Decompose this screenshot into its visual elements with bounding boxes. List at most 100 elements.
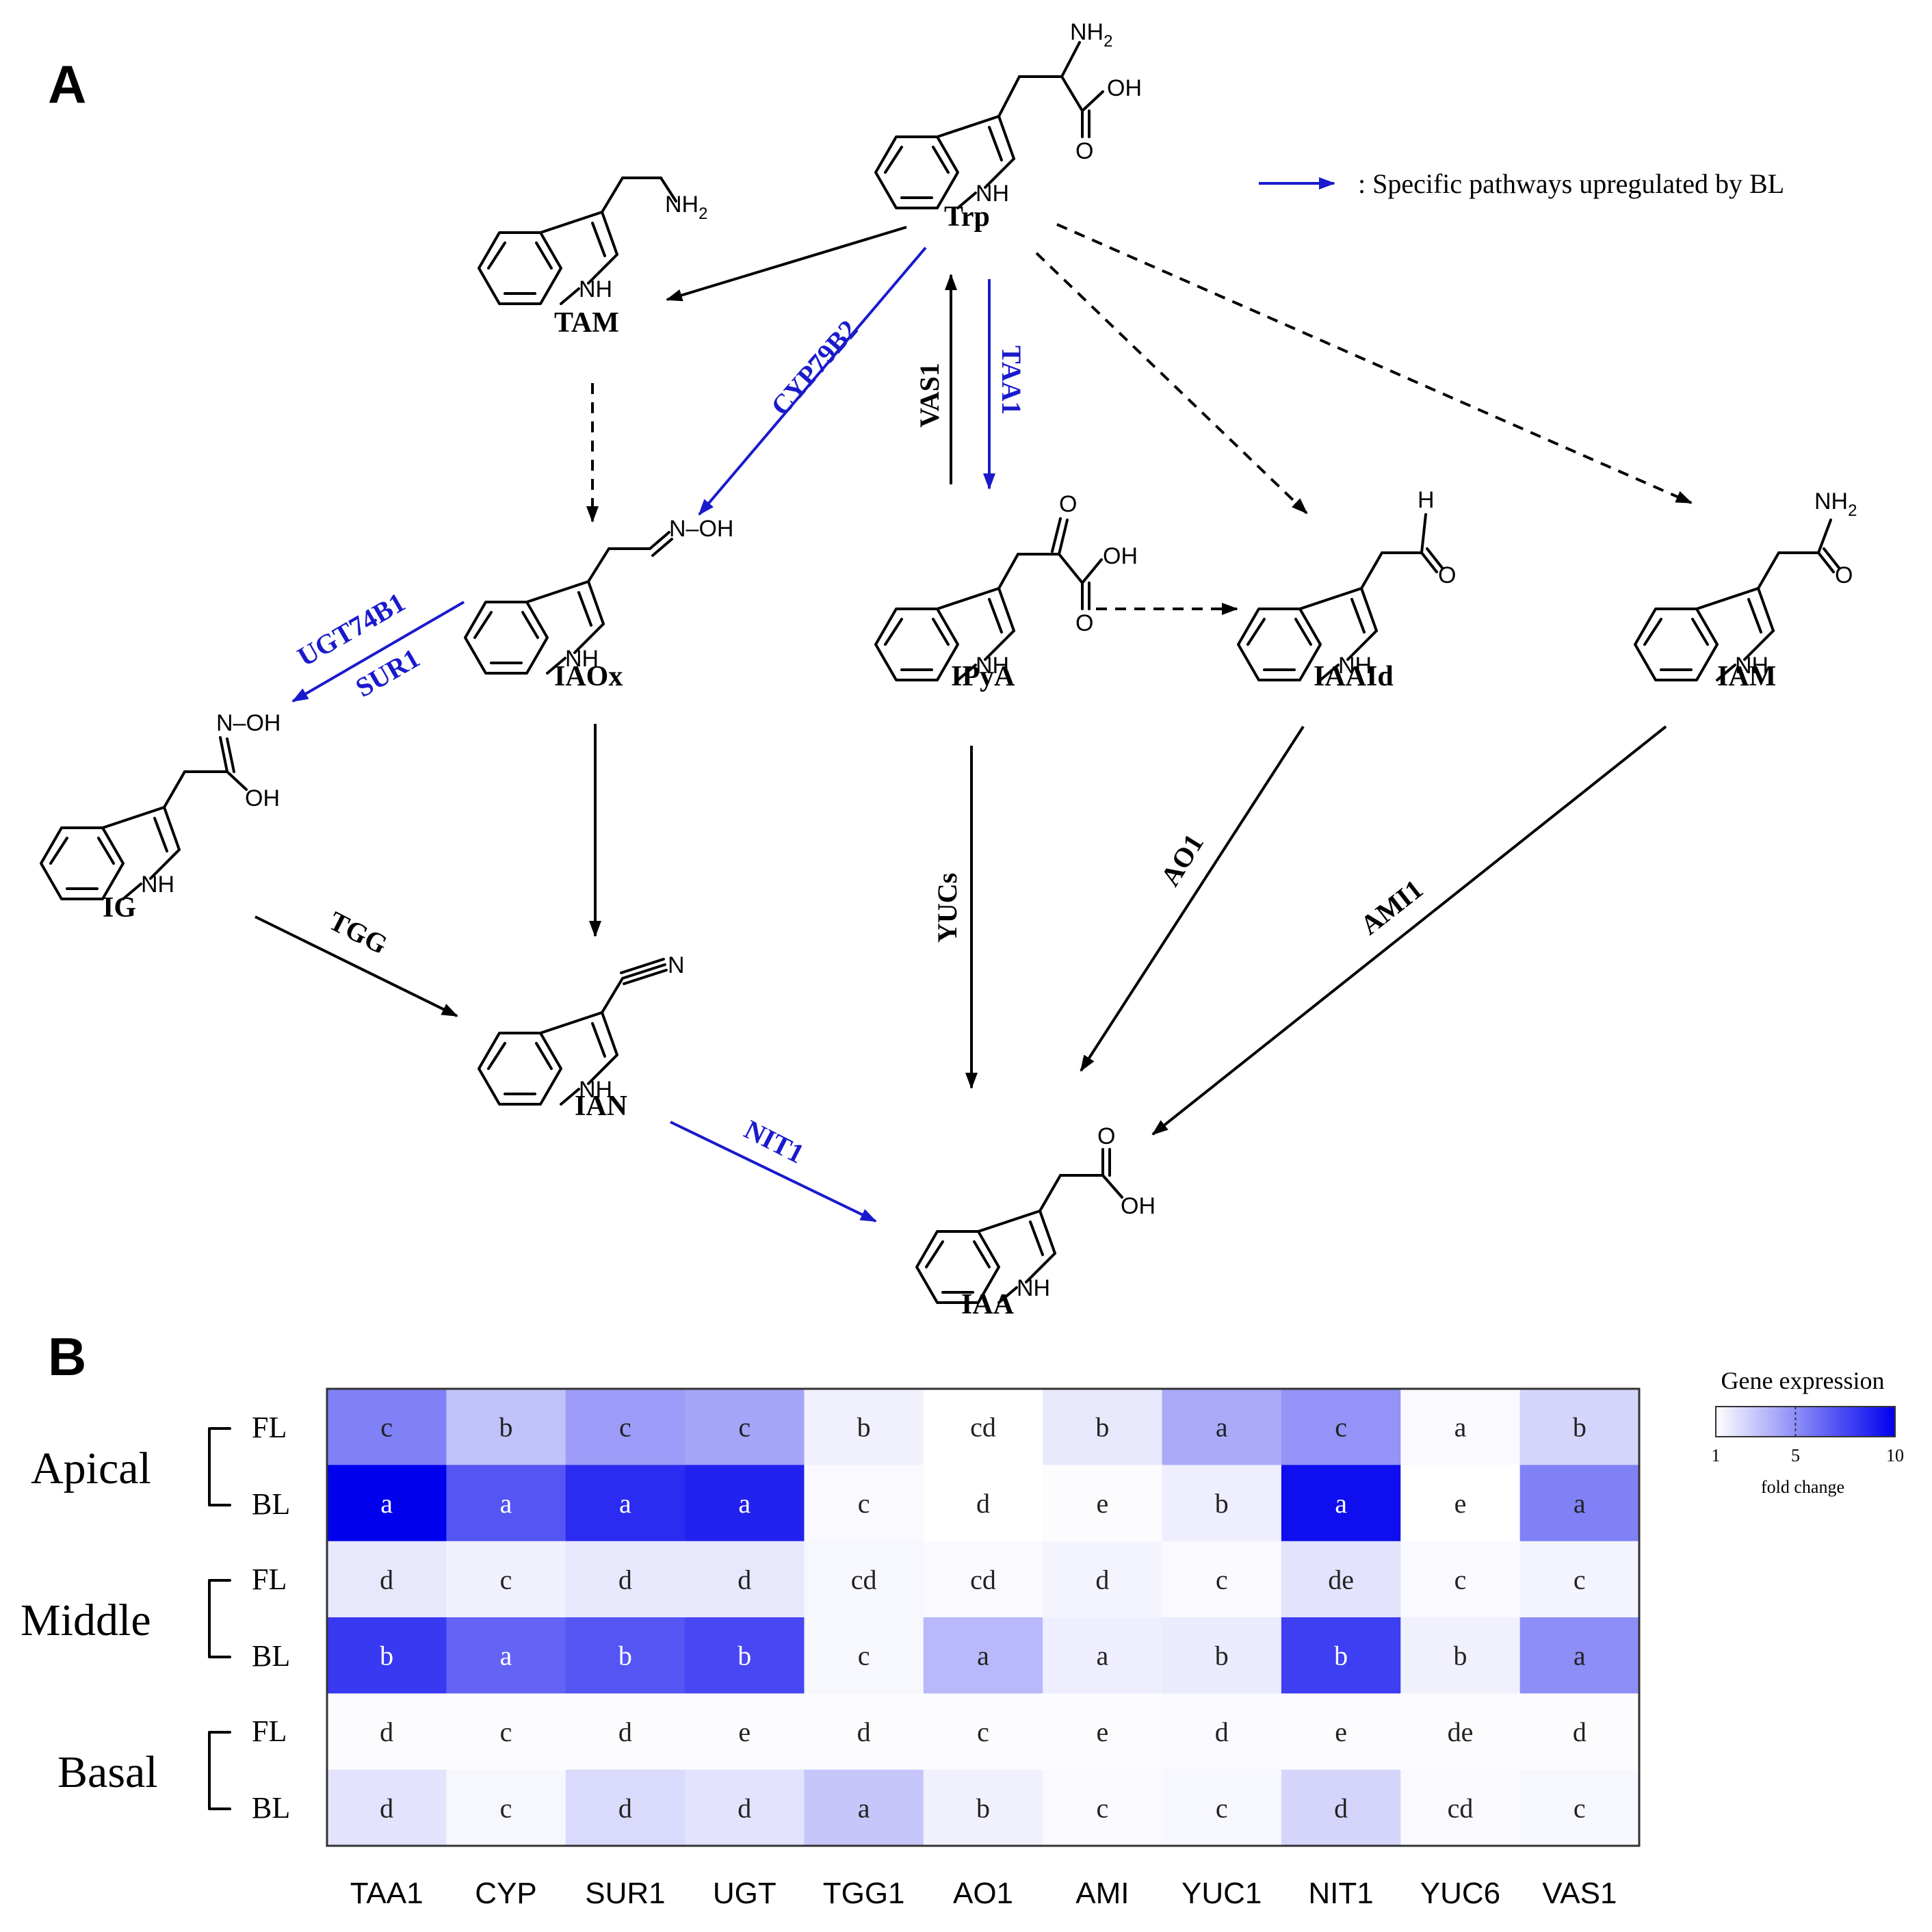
heatmap-cell-letter: c xyxy=(619,1412,631,1443)
arrow-iaox-ig xyxy=(291,601,465,703)
heatmap-cell xyxy=(923,1693,1043,1771)
heatmap-cell-letter: a xyxy=(1216,1412,1228,1443)
heatmap-cell xyxy=(804,1541,924,1618)
heatmap-cell-letter: de xyxy=(1328,1564,1354,1595)
svg-text:NH: NH xyxy=(1338,653,1372,679)
heatmap-cell-letter: a xyxy=(1096,1641,1108,1671)
heatmap-cell xyxy=(1400,1693,1521,1771)
heatmap-cell-letter: a xyxy=(1574,1488,1586,1519)
heatmap-cell xyxy=(1162,1541,1282,1618)
colorbar-caption: fold change xyxy=(1761,1477,1844,1497)
heatmap-cell xyxy=(1043,1541,1163,1618)
colorbar-mid-label: 5 xyxy=(1791,1446,1800,1465)
svg-text:NH: NH xyxy=(976,181,1009,207)
iam-label: IAM xyxy=(1717,661,1776,692)
svg-text:NH2: NH2 xyxy=(1814,488,1857,520)
iaox-structure: NH N–OH xyxy=(464,516,733,675)
heatmap-cell xyxy=(565,1693,686,1771)
heatmap-cell xyxy=(327,1541,447,1618)
heatmap-cell-letter: d xyxy=(976,1488,990,1519)
heatmap-cell-letter: cd xyxy=(970,1412,996,1443)
iaald-structure: NH H O xyxy=(1237,487,1456,681)
arrow-trp-iaald xyxy=(1035,252,1308,514)
heatmap-cell xyxy=(1162,1693,1282,1771)
heatmap-cell xyxy=(1519,1769,1640,1846)
heatmap-cell-letter: e xyxy=(1335,1716,1347,1747)
heatmap-cell xyxy=(446,1465,566,1542)
heatmap-cell-letter: cd xyxy=(851,1564,877,1595)
heatmap-cell-letter: e xyxy=(1454,1488,1467,1519)
heatmap-cell xyxy=(685,1617,805,1694)
treatment-label: FL xyxy=(252,1411,287,1444)
svg-text:N–OH: N–OH xyxy=(669,516,733,542)
heatmap-cell xyxy=(923,1389,1043,1465)
heatmap-cell xyxy=(1043,1465,1163,1542)
heatmap-cell-letter: d xyxy=(1095,1564,1109,1595)
iaa-structure: NH OH O xyxy=(915,1123,1156,1304)
svg-text:NH: NH xyxy=(1017,1275,1050,1301)
heatmap-cell-letter: c xyxy=(977,1716,989,1747)
heatmap-cell xyxy=(327,1465,447,1542)
heatmap-cell xyxy=(1519,1617,1640,1694)
heatmap-cell xyxy=(685,1465,805,1542)
heatmap-cell-letter: c xyxy=(858,1641,870,1671)
heatmap-cell xyxy=(1519,1541,1640,1618)
heatmap-cell xyxy=(327,1389,447,1465)
heatmap-cell xyxy=(1281,1693,1401,1771)
heatmap-cell xyxy=(1281,1617,1401,1694)
heatmap-cell-letter: c xyxy=(1096,1792,1108,1823)
svg-text:O: O xyxy=(1075,138,1093,164)
svg-text:O: O xyxy=(1097,1123,1115,1149)
heatmap-cell-letter: b xyxy=(1334,1641,1348,1671)
enzyme-yucs: YUCs xyxy=(932,873,963,943)
heatmap-cell xyxy=(1400,1769,1521,1846)
heatmap-cell xyxy=(923,1617,1043,1694)
tam-label: TAM xyxy=(554,307,619,339)
arrow-ian-iaa xyxy=(670,1121,877,1223)
iaald-label: IAAId xyxy=(1314,661,1394,692)
heatmap-cell xyxy=(1281,1541,1401,1618)
gene-label: UGT xyxy=(713,1877,776,1910)
heatmap-cell-letter: d xyxy=(737,1564,751,1595)
heatmap-cell xyxy=(1162,1389,1282,1465)
heatmap-cell xyxy=(1281,1465,1401,1542)
heatmap-cell-letter: b xyxy=(857,1412,871,1443)
heatmap-cell xyxy=(685,1389,805,1465)
arrow-trp-iaox xyxy=(698,246,927,516)
heatmap-cell-letter: d xyxy=(380,1792,393,1823)
legend-text: : Specific pathways upregulated by BL xyxy=(1358,168,1784,199)
colorbar-min-label: 1 xyxy=(1712,1446,1721,1465)
heatmap-cell-letter: c xyxy=(1216,1792,1228,1823)
svg-text:NH: NH xyxy=(579,1077,612,1103)
svg-text:NH: NH xyxy=(579,276,612,302)
svg-text:O: O xyxy=(1835,562,1853,588)
treatment-label: BL xyxy=(252,1639,290,1673)
enzyme-ami1: AMI1 xyxy=(1355,874,1428,941)
heatmap-cell-letter: d xyxy=(737,1792,751,1823)
heatmap-cell-letter: a xyxy=(500,1488,512,1519)
heatmap-cell xyxy=(1519,1693,1640,1771)
heatmap-cell-letter: c xyxy=(858,1488,870,1519)
gene-label: VAS1 xyxy=(1542,1877,1617,1910)
heatmap-cell xyxy=(446,1541,566,1618)
arrow-trp-tam xyxy=(666,226,907,302)
region-label-apical: Apical xyxy=(31,1444,151,1493)
heatmap-cell-letter: b xyxy=(737,1641,751,1671)
treatment-label: BL xyxy=(252,1791,290,1825)
enzyme-tgg: TGG xyxy=(324,905,393,960)
iaa-label: IAA xyxy=(961,1289,1015,1320)
heatmap-cell xyxy=(1400,1541,1521,1618)
heatmap-cell xyxy=(1043,1617,1163,1694)
heatmap-cell xyxy=(565,1769,686,1846)
ig-label: IG xyxy=(103,892,136,924)
svg-text:NH: NH xyxy=(141,872,174,898)
ian-structure: NH N xyxy=(478,952,685,1106)
heatmap-cell xyxy=(804,1769,924,1846)
gene-label: YUC6 xyxy=(1420,1877,1500,1910)
svg-text:OH: OH xyxy=(1107,75,1142,101)
heatmap-cell-letter: c xyxy=(500,1792,512,1823)
panel-b-label: B xyxy=(48,1327,86,1387)
gene-label: NIT1 xyxy=(1308,1877,1373,1910)
enzyme-sur1: SUR1 xyxy=(350,642,425,703)
